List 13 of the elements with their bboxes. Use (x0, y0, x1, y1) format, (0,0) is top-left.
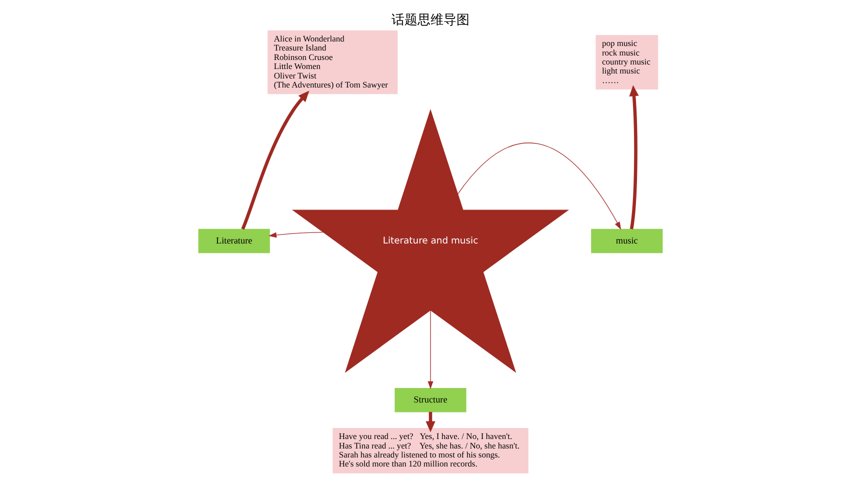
node-box: pop music rock music country music light music …… (595, 34, 658, 90)
arrow (240, 90, 309, 230)
node-box: Literature (198, 228, 270, 254)
diagram-title: 话题思维导图 (391, 13, 469, 28)
node-box: Alice in Wonderland Treasure Island Robinson Crusoe Little Women Oliver Twist (The Adventures) of Tom Sawyer (267, 30, 398, 94)
arrow (268, 232, 324, 238)
arrow (457, 142, 621, 230)
node-box: music (590, 228, 662, 254)
arrow (628, 85, 638, 230)
arrow (427, 310, 433, 390)
node-box: Structure (394, 388, 466, 412)
arrow (425, 412, 435, 432)
node-box: Have you read ... yet? Yes, I have. / No, I haven't. Has Tina read ... yet? Yes, she has. / No, she hasn't. Sarah has already listened to most of his songs. He's sold more than 120 million records. (332, 428, 528, 474)
